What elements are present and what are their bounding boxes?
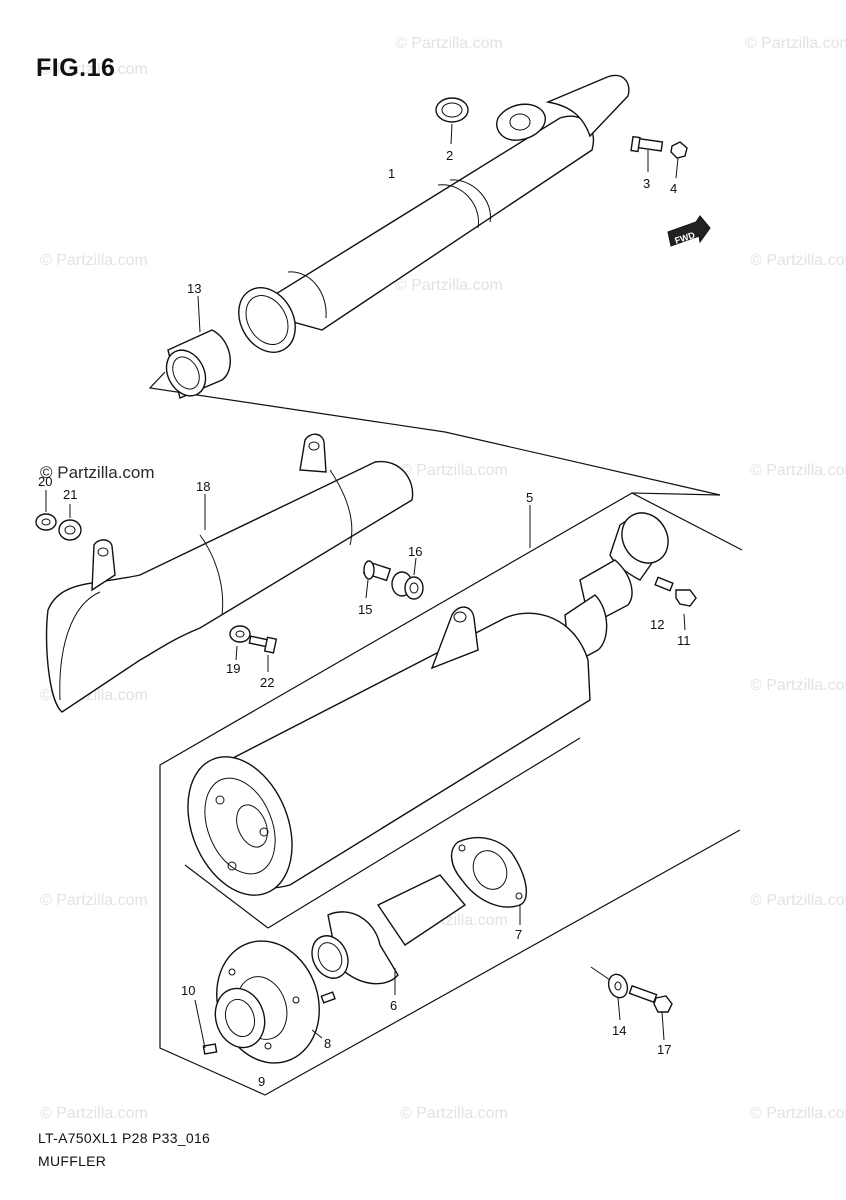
figure-name: MUFFLER xyxy=(38,1153,107,1169)
callout-18: 18 xyxy=(196,479,210,494)
watermark: © Partzilla.com xyxy=(40,61,148,78)
washer-part-14 xyxy=(607,973,629,999)
callout-leaders xyxy=(45,123,686,1049)
muffler-part-5 xyxy=(187,512,669,896)
callout-6: 6 xyxy=(390,998,397,1013)
callout-16: 16 xyxy=(408,544,422,559)
watermark: © Partzilla.com xyxy=(395,35,503,52)
bolt-part-17 xyxy=(628,984,673,1013)
assembly-guide-lines xyxy=(148,371,743,1096)
callout-17: 17 xyxy=(657,1042,671,1057)
callout-10: 10 xyxy=(181,983,195,998)
callout-3: 3 xyxy=(643,176,650,191)
callout-15: 15 xyxy=(358,602,372,617)
bolt-part-22 xyxy=(248,635,278,654)
figure-title: FIG.16 xyxy=(36,54,116,82)
watermark-featured: © Partzilla.com xyxy=(40,463,155,482)
sleeve-part-13 xyxy=(165,329,231,399)
watermark: © Partzilla.com xyxy=(745,35,846,52)
callout-22: 22 xyxy=(260,675,274,690)
washer-part-19 xyxy=(229,625,251,643)
screw-part-10 xyxy=(202,1043,218,1055)
callout-14: 14 xyxy=(612,1023,626,1038)
watermark: © Partzilla.com xyxy=(400,1105,508,1122)
callout-21: 21 xyxy=(63,487,77,502)
forward-direction-icon: FWD xyxy=(667,215,711,247)
upper-muffler-pipe xyxy=(238,74,630,353)
callout-19: 19 xyxy=(226,661,240,676)
callout-7: 7 xyxy=(515,927,522,942)
callout-1: 1 xyxy=(388,166,395,181)
callout-2: 2 xyxy=(446,148,453,163)
bolt-part-11 xyxy=(675,589,697,607)
watermark: © Partzilla.com xyxy=(395,277,503,294)
damper-part-16 xyxy=(391,571,424,600)
watermark: © Partzilla.com xyxy=(750,1105,846,1122)
watermark: © Partzilla.com xyxy=(750,677,846,694)
bolt-part-3 xyxy=(630,135,664,153)
callout-20: 20 xyxy=(38,474,52,489)
tail-cap-part-9 xyxy=(214,987,266,1049)
callout-5: 5 xyxy=(526,490,533,505)
callout-8: 8 xyxy=(324,1036,331,1051)
watermark: © Partzilla.com xyxy=(400,462,508,479)
gasket-part-7 xyxy=(451,837,527,908)
watermark: © Partzilla.com xyxy=(40,252,148,269)
tail-pipe-part-6 xyxy=(311,874,467,1004)
nut-part-4 xyxy=(670,141,688,159)
callout-12: 12 xyxy=(650,617,664,632)
washer-part-20 xyxy=(35,513,57,531)
collar-part-15 xyxy=(362,560,392,582)
heat-shield-part-18 xyxy=(45,433,414,713)
gasket-part-2 xyxy=(435,97,469,123)
watermark: © Partzilla.com xyxy=(750,892,846,909)
callout-13: 13 xyxy=(187,281,201,296)
figure-code: LT-A750XL1 P28 P33_016 xyxy=(38,1130,211,1146)
callout-4: 4 xyxy=(670,181,677,196)
callout-9: 9 xyxy=(258,1074,265,1089)
watermark: © Partzilla.com xyxy=(750,252,846,269)
watermark: © Partzilla.com xyxy=(750,462,846,479)
watermark: © Partzilla.com xyxy=(40,892,148,909)
callout-11: 11 xyxy=(677,633,691,648)
callout-labels: 1 2 3 4 13 20 21 18 5 16 15 12 11 19 22 … xyxy=(38,148,691,1089)
washer-part-12 xyxy=(654,576,674,592)
grommet-part-21 xyxy=(58,519,82,541)
watermark: © Partzilla.com xyxy=(40,1105,148,1122)
